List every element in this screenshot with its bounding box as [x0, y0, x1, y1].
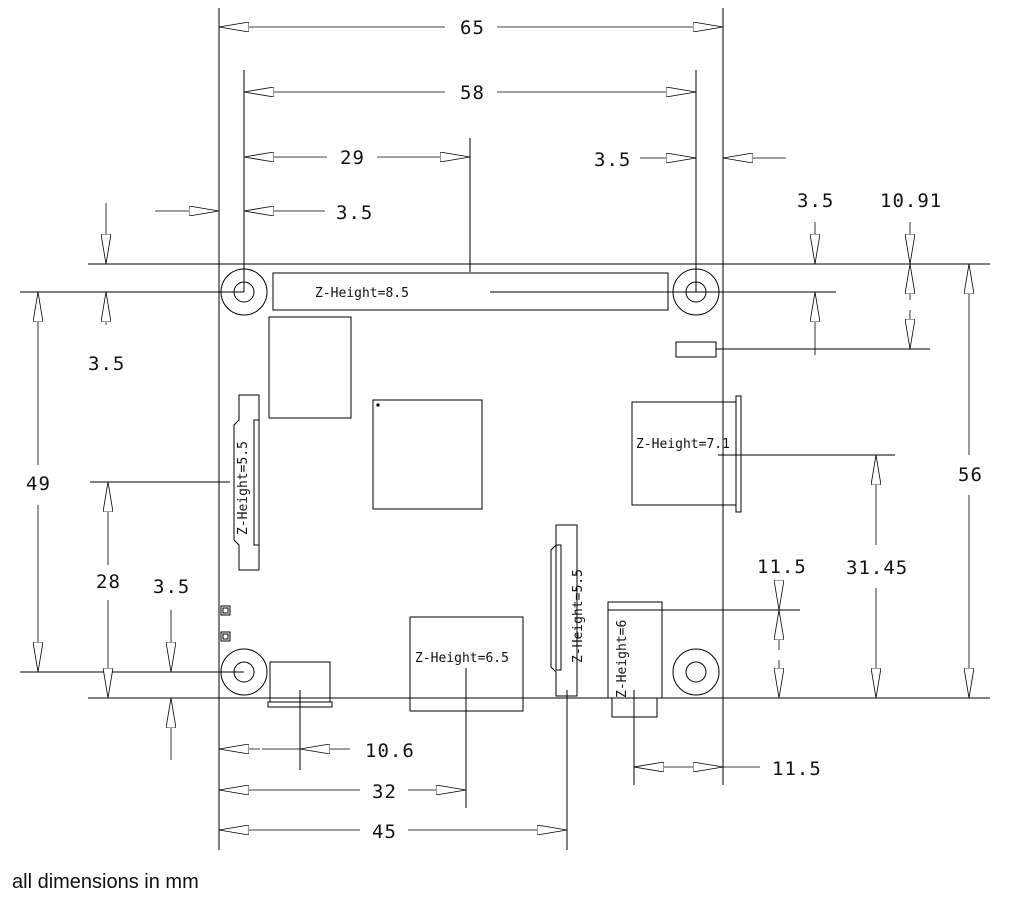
audio-jack-barrel [611, 697, 658, 718]
dim-board-width: 65 [460, 17, 485, 39]
extension-lines [20, 8, 990, 850]
z-height-display: Z-Height=5.5 [571, 569, 586, 663]
dim-usb-center-y: 31.45 [846, 557, 908, 579]
soc-chip [372, 399, 483, 510]
units-note: all dimensions in mm [12, 871, 199, 893]
z-height-usb: Z-Height=7.1 [636, 437, 730, 452]
dim-audio-offset-right: 11.5 [772, 758, 822, 780]
mounting-hole-top-left [220, 268, 268, 316]
dim-hole-offset-top-left: 3.5 [88, 353, 125, 375]
led-component [675, 341, 717, 358]
dim-usb-power-x: 10.6 [365, 740, 415, 762]
z-height-gpio: Z-Height=8.5 [315, 286, 409, 301]
z-height-labels: Z-Height=8.5 Z-Height=7.1 Z-Height=6.5 Z… [236, 286, 730, 698]
dim-hole-offset-top-right: 3.5 [797, 190, 834, 212]
display-connector [550, 524, 578, 697]
usb-connector [631, 395, 742, 513]
dim-hole-offset-right: 3.5 [594, 149, 631, 171]
dim-hdmi-center-x: 32 [372, 781, 397, 803]
dim-display-x: 45 [372, 821, 397, 843]
dim-board-height: 56 [958, 464, 983, 486]
dim-header-center-x: 29 [340, 147, 365, 169]
z-height-camera: Z-Height=5.5 [236, 441, 251, 535]
mounting-hole-bottom-right [672, 648, 720, 696]
dimension-arrows [38, 27, 969, 830]
memory-chip [268, 316, 352, 419]
board-components [220, 268, 742, 718]
mounting-hole-bottom-left [220, 648, 268, 696]
dim-hole-offset-left: 3.5 [336, 202, 373, 224]
dimension-labels: 65 58 29 3.5 3.5 3.5 10.91 3.5 49 56 31.… [26, 17, 983, 843]
dim-hole-spacing-x: 58 [460, 82, 485, 104]
pin1-marker [376, 403, 380, 407]
dim-hole-offset-bottom: 3.5 [153, 576, 190, 598]
dim-camera-center-y: 28 [96, 571, 121, 593]
hdmi-connector [409, 616, 524, 712]
mounting-hole-top-right [672, 268, 720, 316]
gpio-header [272, 272, 669, 311]
dim-hole-spacing-y: 49 [26, 473, 51, 495]
z-height-audio: Z-Height=6 [615, 620, 630, 698]
z-height-hdmi: Z-Height=6.5 [415, 651, 509, 666]
dim-audio-center-y: 11.5 [757, 556, 807, 578]
small-components [220, 605, 231, 642]
dim-usb-offset-top: 10.91 [880, 190, 942, 212]
